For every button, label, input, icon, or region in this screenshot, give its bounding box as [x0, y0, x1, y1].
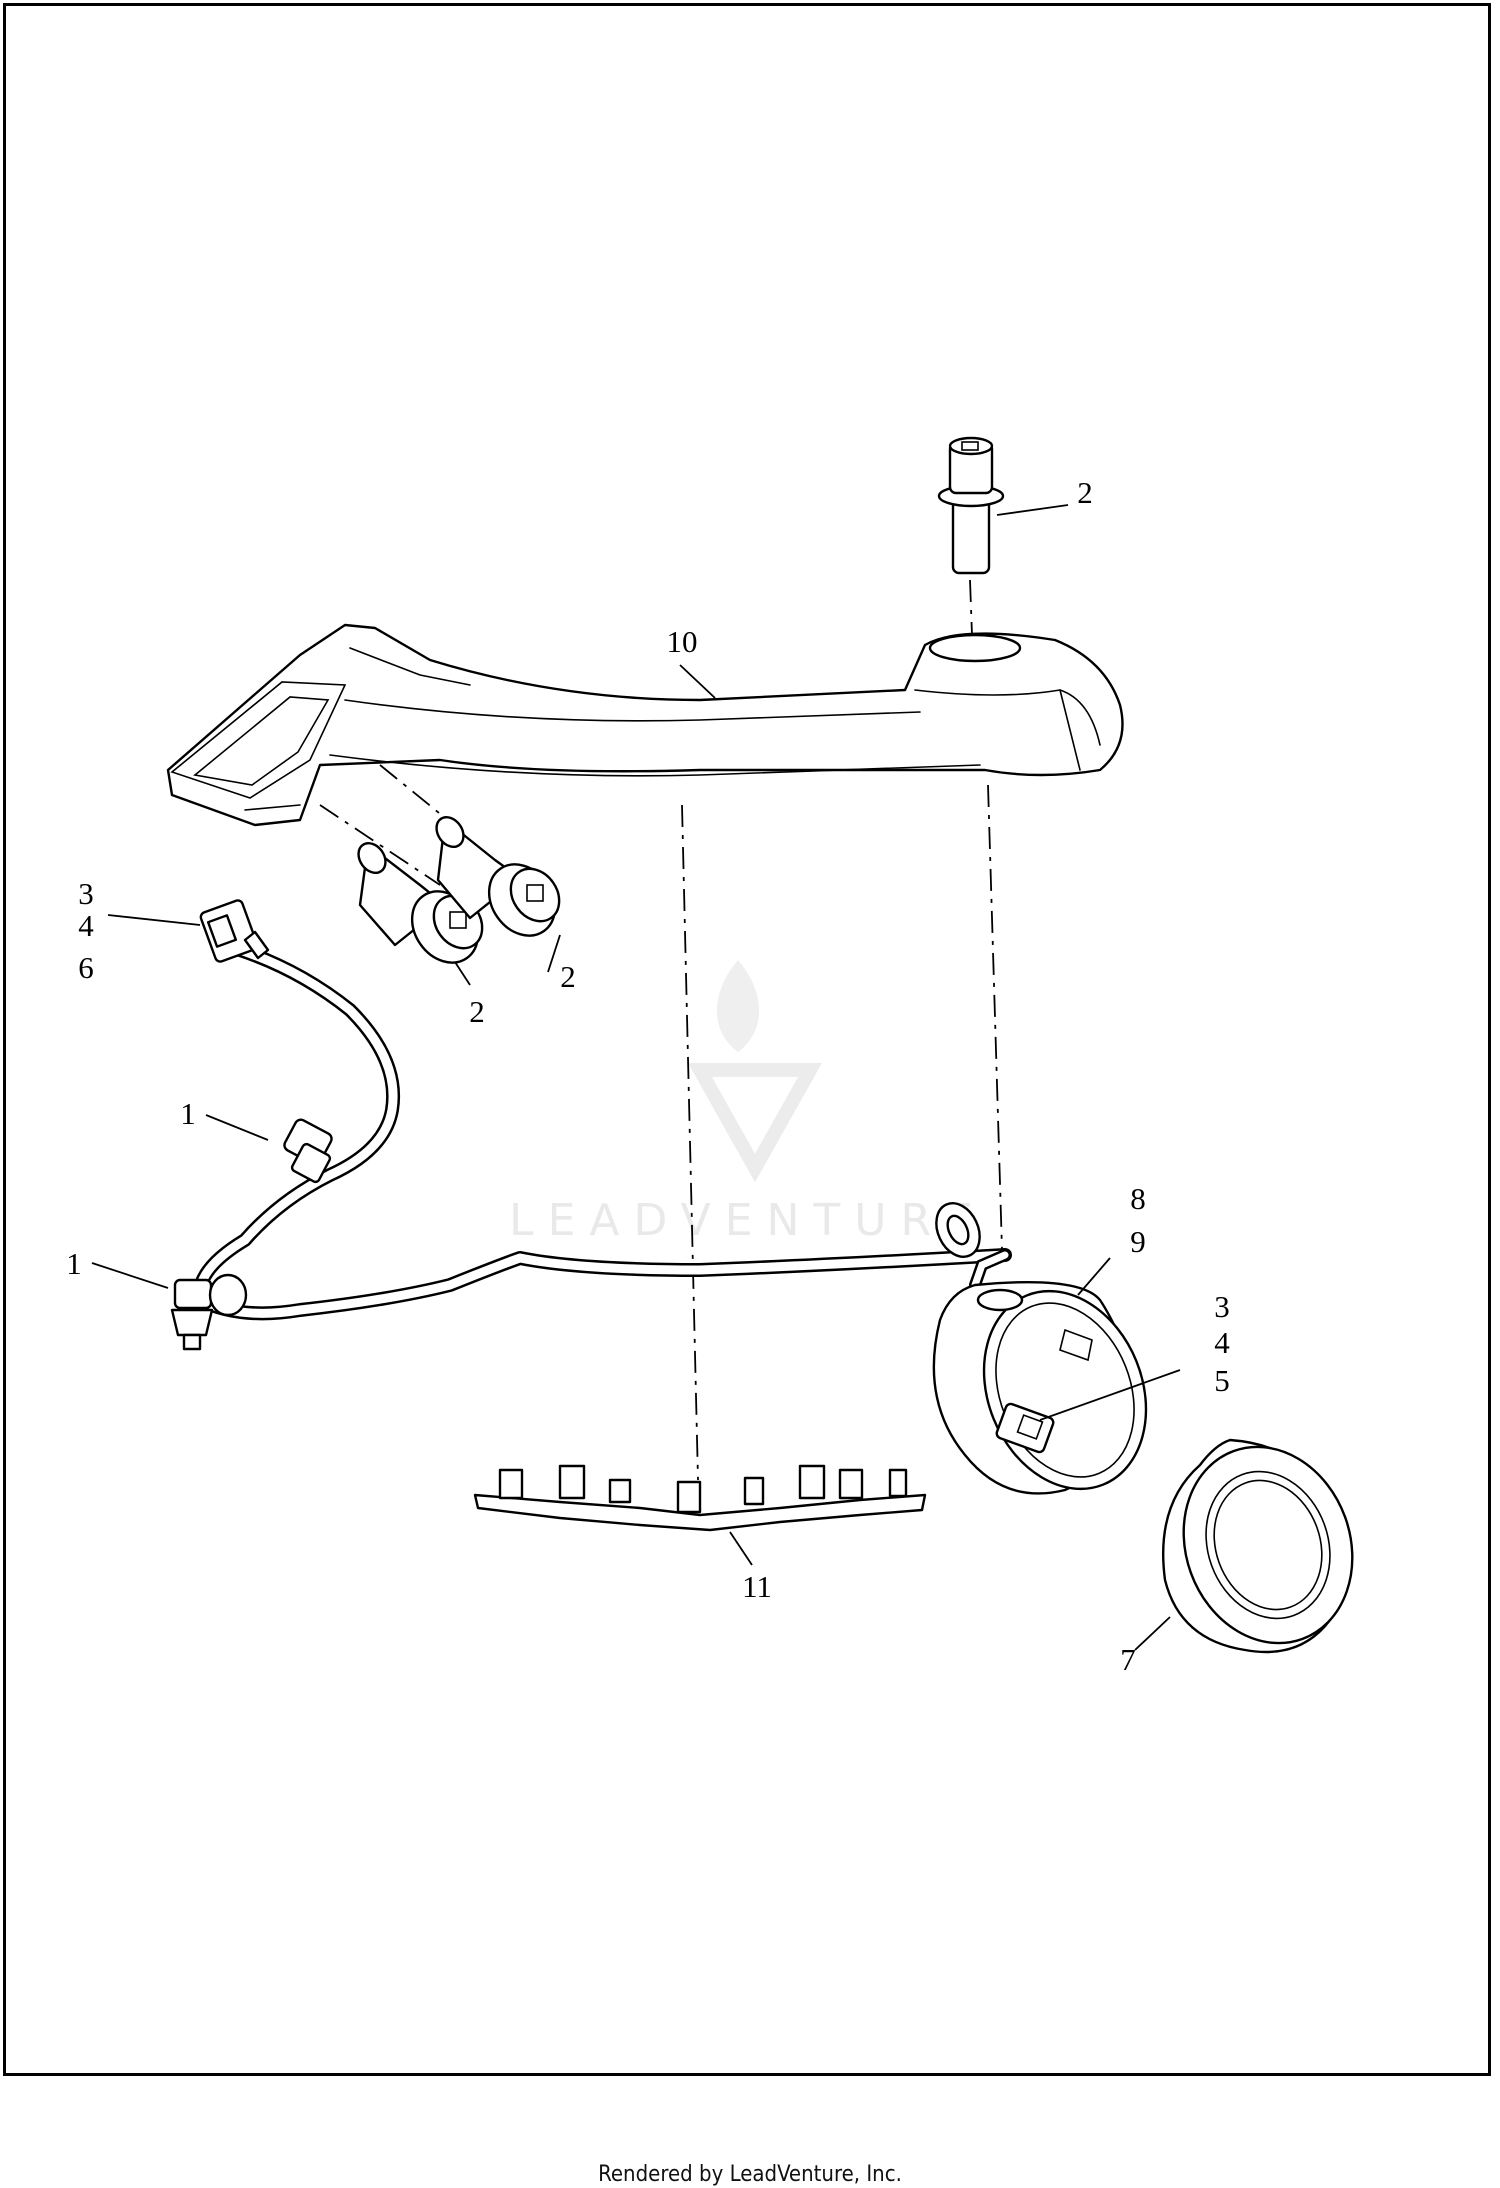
diagram-frame — [3, 3, 1491, 2076]
part-bolt-left-b — [435, 815, 561, 937]
part-connector-right — [995, 1402, 1055, 1454]
callout-9: 9 — [1130, 1224, 1146, 1259]
callout-1-lower: 1 — [66, 1246, 82, 1281]
v-logo-icon — [688, 1063, 822, 1183]
part-bolt-top — [937, 436, 1005, 575]
callout-11: 11 — [742, 1569, 772, 1604]
part-mounting-strip — [473, 1464, 927, 1532]
callout-3-left: 3 — [78, 876, 94, 911]
callout-5: 5 — [1214, 1363, 1230, 1398]
callout-numbers: 10 2 2 2 3 4 6 1 1 8 9 3 4 5 11 7 — [66, 475, 1230, 1677]
callout-10: 10 — [667, 624, 698, 659]
leader-lines — [91, 504, 1181, 1651]
part-wiring-harness — [170, 943, 1012, 1351]
callout-6-left: 6 — [78, 950, 94, 985]
callout-4-left: 4 — [78, 908, 94, 943]
callout-2-top: 2 — [1077, 475, 1093, 510]
callout-2-left: 2 — [469, 994, 485, 1029]
part-connector-left — [199, 899, 270, 963]
watermark-text: LEADVENTURE — [509, 1195, 987, 1246]
part-bracket-arm — [166, 623, 1124, 827]
callout-2-right: 2 — [560, 959, 576, 994]
flame-icon — [716, 960, 760, 1052]
callout-3-right: 3 — [1214, 1289, 1230, 1324]
part-lens-ring — [1161, 1438, 1354, 1654]
part-bolt-left-a — [357, 841, 484, 964]
footer-credit: Rendered by LeadVenture, Inc. — [598, 2162, 902, 2187]
callout-8: 8 — [1130, 1181, 1146, 1216]
leadventure-watermark: LEADVENTURE — [509, 960, 987, 1246]
callout-7: 7 — [1120, 1642, 1136, 1677]
part-lamp-housing — [932, 1280, 1148, 1495]
callout-4-right: 4 — [1214, 1325, 1230, 1360]
callout-1-upper: 1 — [180, 1096, 196, 1131]
